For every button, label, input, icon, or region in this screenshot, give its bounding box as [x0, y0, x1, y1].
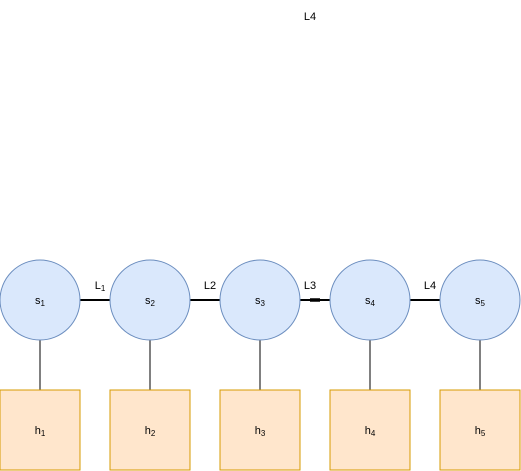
switch-label: s1: [35, 295, 46, 308]
switch-node-1[interactable]: s1: [0, 259, 81, 341]
switch-circle: [329, 259, 411, 341]
switch-circle: [109, 259, 191, 341]
host-node-3[interactable]: h3: [219, 389, 301, 471]
switch-circle: [439, 259, 521, 341]
switch-node-3[interactable]: s3: [219, 259, 301, 341]
switch-label: s3: [255, 295, 266, 308]
host-layer: h1 h2 h3 h4 h5: [0, 389, 521, 471]
host-node-2[interactable]: h2: [109, 389, 191, 471]
link-label-3: L3: [304, 280, 316, 292]
switch-label: s2: [145, 295, 156, 308]
host-box: [329, 389, 411, 471]
host-node-4[interactable]: h4: [329, 389, 411, 471]
switch-layer: s1 s2 s3 s4 s5: [0, 259, 521, 341]
host-label: h4: [365, 425, 376, 438]
host-node-5[interactable]: h5: [439, 389, 521, 471]
link-label-2: L2: [204, 280, 216, 292]
switch-node-5[interactable]: s5: [439, 259, 521, 341]
host-node-1[interactable]: h1: [0, 389, 81, 471]
link-label-1: L1: [95, 280, 106, 293]
host-label: h2: [145, 425, 156, 438]
host-box: [219, 389, 301, 471]
switch-label: s4: [365, 295, 376, 308]
switch-circle: [219, 259, 301, 341]
connectors: [39, 298, 481, 390]
link-label-4: L4: [424, 280, 436, 292]
host-label: h3: [255, 425, 266, 438]
host-label: h5: [475, 425, 486, 438]
floating-link-label: L4: [304, 11, 316, 23]
switch-node-2[interactable]: s2: [109, 259, 191, 341]
switch-label: s5: [475, 295, 486, 308]
host-box: [0, 389, 81, 471]
host-label: h1: [35, 425, 46, 438]
switch-circle: [0, 259, 81, 341]
switch-node-4[interactable]: s4: [329, 259, 411, 341]
host-box: [439, 389, 521, 471]
host-box: [109, 389, 191, 471]
